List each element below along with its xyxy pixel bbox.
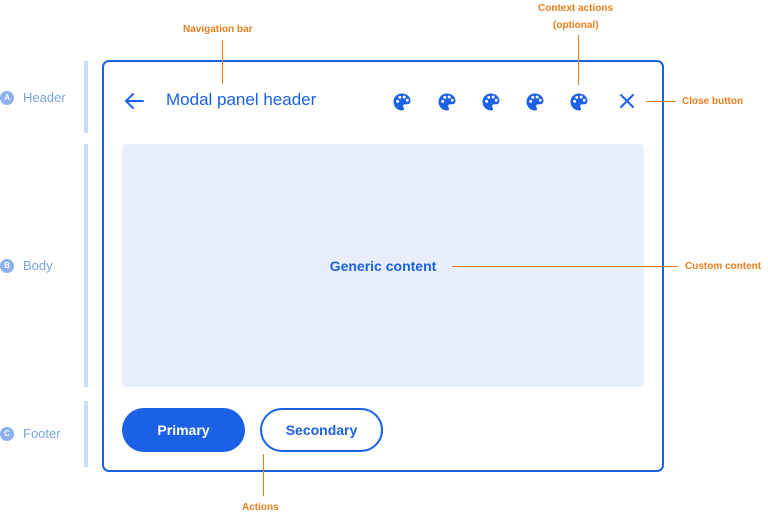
annotation-line-custom — [452, 266, 678, 267]
footer-section-bar — [84, 401, 88, 467]
annotation-close-button: Close button — [682, 96, 744, 107]
body-content-text: Generic content — [329, 258, 437, 274]
annotation-actions: Actions — [242, 502, 279, 513]
section-body-label: B Body — [0, 258, 53, 273]
palette-icon[interactable] — [525, 92, 545, 112]
secondary-button[interactable]: Secondary — [260, 408, 383, 452]
body-section-bar — [84, 144, 88, 387]
annotation-line-actions — [263, 454, 264, 496]
annotation-custom-content: Custom content — [685, 261, 762, 272]
annotation-line-navigation — [222, 40, 223, 84]
modal-body — [122, 144, 644, 387]
annotation-context-actions: Context actions — [538, 3, 614, 14]
section-footer-label: C Footer — [0, 426, 61, 441]
annotation-context-optional: (optional) — [553, 20, 599, 31]
palette-icon[interactable] — [392, 92, 412, 112]
section-badge-a: A — [0, 90, 14, 105]
section-badge-b: B — [0, 258, 14, 273]
close-icon[interactable] — [619, 93, 635, 109]
section-label-body: Body — [23, 258, 53, 273]
palette-icon[interactable] — [481, 92, 501, 112]
section-badge-c: C — [0, 426, 14, 441]
header-section-bar — [84, 61, 88, 133]
annotation-line-close — [646, 101, 676, 102]
annotation-navigation-bar: Navigation bar — [183, 24, 253, 35]
modal-title: Modal panel header — [166, 90, 317, 109]
palette-icon[interactable] — [569, 92, 589, 112]
annotation-line-context — [578, 35, 579, 85]
arrow-left-icon[interactable] — [124, 92, 144, 110]
section-label-footer: Footer — [23, 426, 61, 441]
section-label-header: Header — [23, 90, 66, 105]
palette-icon[interactable] — [437, 92, 457, 112]
section-header-label: A Header — [0, 90, 66, 105]
primary-button[interactable]: Primary — [122, 408, 245, 452]
